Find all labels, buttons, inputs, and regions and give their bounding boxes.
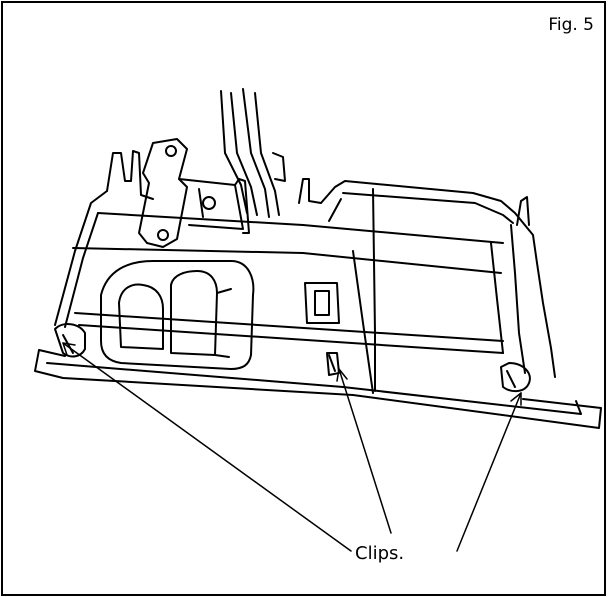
middle-clip [326, 352, 340, 376]
clips-callout-label: Clips. [355, 543, 405, 564]
cable-bundle [220, 88, 286, 218]
panel-outline [54, 150, 556, 394]
square-cutout [304, 282, 340, 324]
left-clip [54, 323, 86, 358]
hinge-bracket [138, 138, 250, 248]
molded-recess [100, 260, 255, 370]
callout-leaders [62, 342, 522, 552]
glovebox-panel-drawing [34, 88, 602, 552]
figure-label: Fig. 5 [548, 15, 594, 35]
right-clip [500, 362, 531, 393]
panel-base-lip [34, 349, 602, 429]
